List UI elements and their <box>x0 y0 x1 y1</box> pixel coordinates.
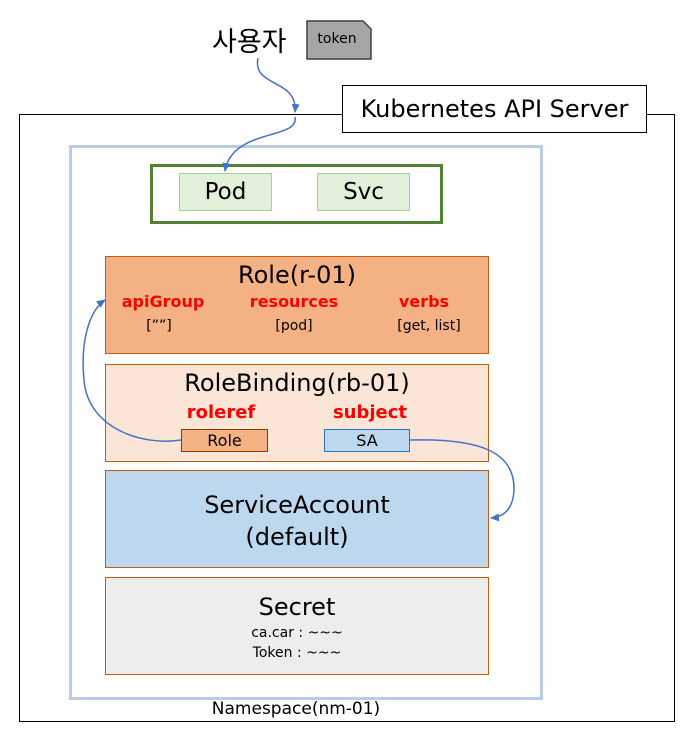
role-resources-value: [pod] <box>275 318 313 334</box>
svc-node: Svc <box>317 173 410 211</box>
namespace-label: Namespace(nm-01) <box>211 699 381 719</box>
token-icon <box>306 20 372 60</box>
secret-node: Secret ca.car : ~~~ Token : ~~~ <box>105 577 489 675</box>
role-apigroup-value: [””] <box>146 318 172 334</box>
rolebinding-title: RoleBinding(rb-01) <box>184 369 410 397</box>
user-label: 사용자 <box>212 27 287 58</box>
role-node: Role(r-01) apiGroup resources verbs [””]… <box>105 256 489 354</box>
user-to-api-arrow <box>256 57 300 113</box>
service-account-title: ServiceAccount <box>204 491 390 519</box>
service-account-node: ServiceAccount (default) <box>105 470 489 568</box>
secret-title: Secret <box>258 593 336 621</box>
token-label: token <box>317 31 357 47</box>
role-verbs-header: verbs <box>398 292 450 311</box>
service-account-subtitle: (default) <box>245 523 349 551</box>
roleref-to-role-arrow <box>82 299 182 442</box>
role-verbs-value: [get, list] <box>397 318 461 334</box>
subject-to-sa-arrow <box>409 439 515 522</box>
api-server-label: Kubernetes API Server <box>342 85 647 133</box>
pod-node: Pod <box>179 173 272 211</box>
subject-sa-box: SA <box>324 429 410 452</box>
roleref-label: roleref <box>186 402 256 423</box>
api-to-pod-arrow <box>222 116 296 172</box>
subject-label: subject <box>332 402 408 423</box>
namespace-frame <box>69 145 543 700</box>
secret-line-token: Token : ~~~ <box>252 645 342 661</box>
rolebinding-node: RoleBinding(rb-01) roleref subject <box>105 364 489 462</box>
role-title: Role(r-01) <box>238 261 356 289</box>
role-apigroup-header: apiGroup <box>121 292 205 311</box>
secret-line-ca: ca.car : ~~~ <box>251 625 343 641</box>
role-resources-header: resources <box>249 292 339 311</box>
roleref-role-box: Role <box>181 429 268 452</box>
